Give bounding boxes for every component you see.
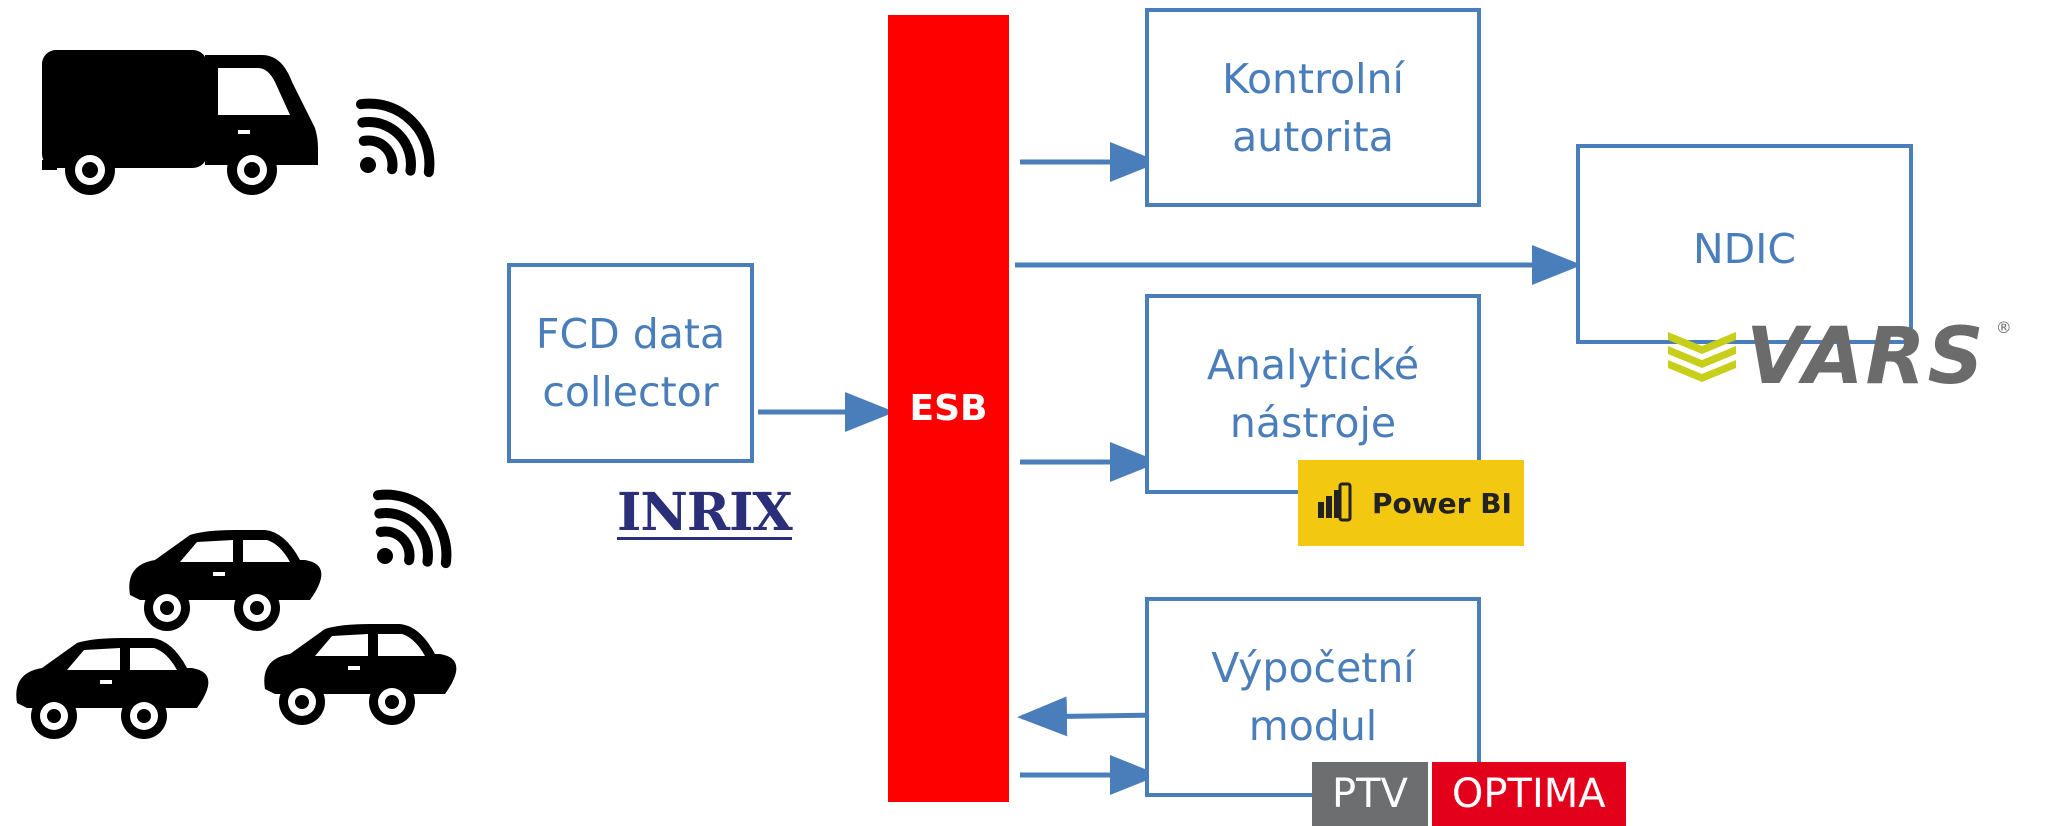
ptv-optima-logo: PTV OPTIMA <box>1312 762 1626 826</box>
fcd-data-collector-box: FCD data collector <box>507 263 754 463</box>
arrow-vypocetni-to-esb <box>1017 696 1161 737</box>
kontrolni-autorita-label: Kontrolní autorita <box>1222 54 1404 161</box>
inrix-logo: INRIX <box>617 482 793 543</box>
fcd-data-collector-label: FCD data collector <box>535 310 726 416</box>
kontrolni-autorita-box: Kontrolní autorita <box>1145 8 1481 207</box>
ptv-label: PTV <box>1312 762 1428 826</box>
car-icon <box>264 624 457 725</box>
powerbi-label: Power BI <box>1372 486 1512 520</box>
powerbi-icon <box>1318 482 1352 522</box>
inrix-logo-text: INRIX <box>617 482 793 543</box>
wifi-signal-icon <box>372 489 452 569</box>
optima-label: OPTIMA <box>1431 762 1626 826</box>
ndic-box: NDIC <box>1576 144 1913 344</box>
vypocetni-modul-label: Výpočetní modul <box>1211 644 1415 750</box>
vars-label: VARS <box>1746 312 1986 402</box>
analyticke-nastroje-label: Analytické nástroje <box>1206 341 1420 447</box>
esb-bus: ESB <box>888 15 1009 802</box>
car-icon <box>129 530 322 631</box>
car-icon <box>16 638 209 739</box>
powerbi-logo: Power BI <box>1298 460 1524 546</box>
ndic-label: NDIC <box>1693 225 1796 273</box>
inrix-underline <box>617 537 792 540</box>
wifi-signal-icon <box>355 98 435 178</box>
vars-logo: VARS ® <box>1668 312 2012 402</box>
esb-label: ESB <box>909 388 988 429</box>
vars-mark-icon <box>1668 332 1736 382</box>
vars-registered-mark: ® <box>1995 318 2012 337</box>
truck-icon <box>42 50 318 195</box>
